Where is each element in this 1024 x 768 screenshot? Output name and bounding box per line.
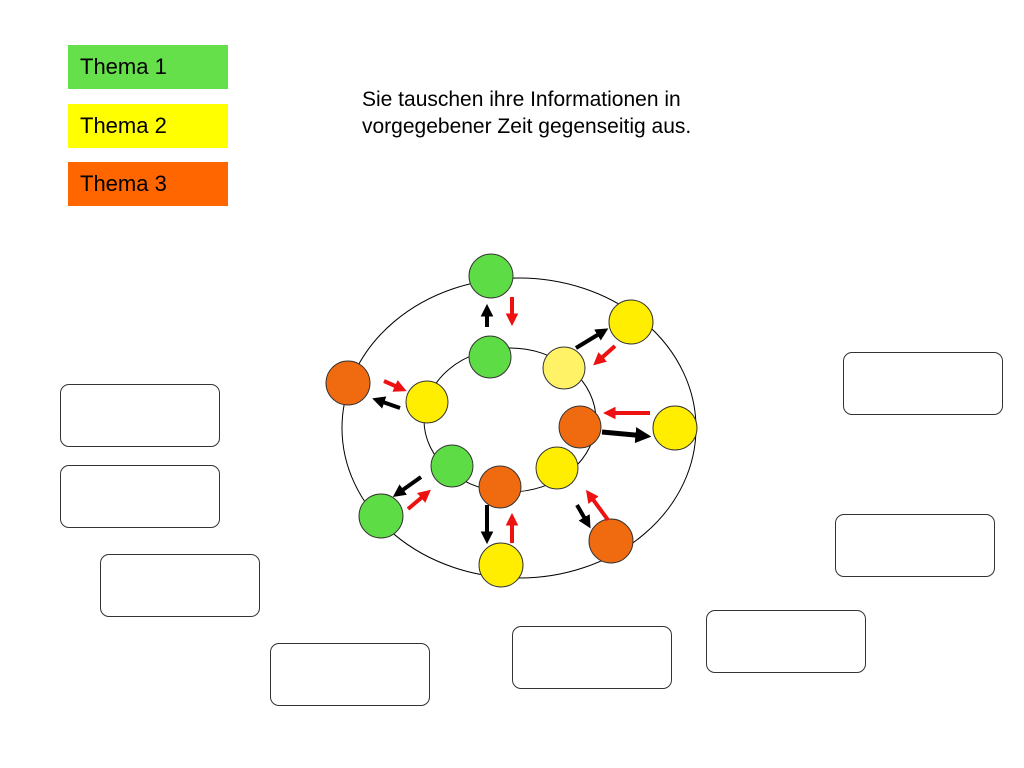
answer-box-left-3[interactable] xyxy=(100,554,260,617)
answer-box-left-2[interactable] xyxy=(60,465,220,528)
arrow-black-left xyxy=(372,396,401,410)
arrow-black-bottom-right xyxy=(575,503,591,529)
inner-participant-top xyxy=(468,335,512,379)
legend-thema-3-label: Thema 3 xyxy=(80,171,167,196)
answer-box-right-1[interactable] xyxy=(835,514,995,577)
answer-box-bottom-3[interactable] xyxy=(706,610,866,673)
inner-participant-bottom-right xyxy=(535,446,579,490)
answer-box-left-1[interactable] xyxy=(60,384,220,447)
legend-thema-1-label: Thema 1 xyxy=(80,54,167,79)
outer-participant-bottom xyxy=(478,542,524,588)
instruction-text: Sie tauschen ihre Informationen in vorge… xyxy=(362,86,822,140)
instruction-line-2: vorgegebener Zeit gegenseitig aus. xyxy=(362,115,692,138)
arrow-black-right xyxy=(601,427,652,444)
arrow-black-bottom-left xyxy=(392,475,423,497)
outer-participant-left xyxy=(325,360,371,406)
inner-participant-right xyxy=(558,405,602,449)
arrow-black-top-right xyxy=(574,328,609,350)
instruction-line-1: Sie tauschen ihre Informationen in xyxy=(362,88,681,111)
outer-participant-top xyxy=(468,253,514,299)
arrow-red-left xyxy=(383,379,407,392)
legend-thema-3: Thema 3 xyxy=(68,162,228,206)
legend-thema-2: Thema 2 xyxy=(68,104,228,148)
answer-box-bottom-2[interactable] xyxy=(512,626,672,689)
inner-participant-top-right xyxy=(542,346,586,390)
arrow-red-bottom-right xyxy=(585,489,610,522)
inner-participant-left xyxy=(405,380,449,424)
inner-participant-bottom xyxy=(478,465,522,509)
legend-thema-2-label: Thema 2 xyxy=(80,113,167,138)
outer-participant-right xyxy=(652,405,698,451)
answer-box-right-2[interactable] xyxy=(843,352,1003,415)
outer-participant-top-right xyxy=(608,299,654,345)
legend-thema-1: Thema 1 xyxy=(68,45,228,89)
outer-participant-bottom-left xyxy=(358,493,404,539)
inner-participant-bottom-left xyxy=(430,444,474,488)
answer-box-bottom-1[interactable] xyxy=(270,643,430,706)
arrow-red-top-right xyxy=(593,344,617,366)
outer-participant-bottom-right xyxy=(588,518,634,564)
arrow-red-bottom-left xyxy=(406,489,431,511)
